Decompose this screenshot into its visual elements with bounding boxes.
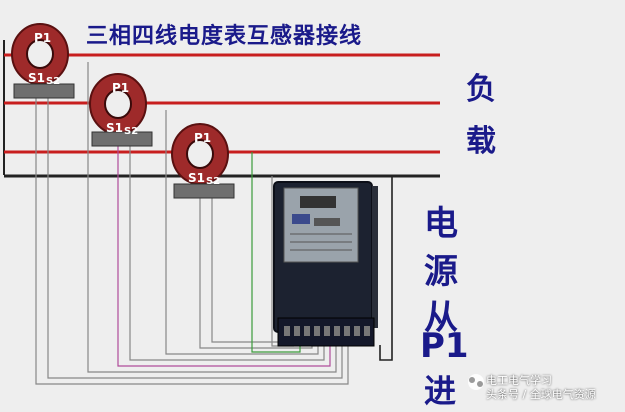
ct3-s1-label: S1 [188, 171, 205, 185]
ct2-s1-label: S1 [106, 121, 123, 135]
ct2-p1-label: P1 [112, 81, 129, 95]
source-label-char-1: 电 [424, 204, 458, 244]
ct1-p1-label: P1 [34, 31, 51, 45]
wire-4 [117, 140, 331, 367]
ct3-p1-label: P1 [194, 131, 211, 145]
ct2-s2-label: S2 [124, 126, 138, 137]
wire-9 [251, 152, 301, 353]
wire-1 [35, 88, 349, 385]
meter-rotor-window [314, 218, 340, 226]
energy-meter [273, 181, 378, 347]
wire-5 [129, 140, 325, 361]
ct1-s1-label: S1 [28, 71, 45, 85]
wire-2 [47, 88, 343, 379]
source-label-char-2: 源 [424, 252, 458, 292]
secondary-wires [35, 62, 393, 385]
watermark-handle: 头条号 / 全球电气资源 [486, 388, 596, 401]
ct3-s2-label: S2 [206, 176, 220, 187]
watermark-logo-icon [468, 374, 484, 390]
wire-3 [87, 62, 337, 373]
meter-logo [292, 214, 310, 224]
wire-8 [211, 190, 306, 343]
source-label-char-5: 进 [424, 372, 457, 410]
current-transformer-2 [89, 73, 153, 147]
wire-6 [165, 110, 319, 355]
load-label-char-2: 载 [466, 124, 496, 159]
wire-neutral [379, 176, 393, 361]
ct1-s2-label: S2 [46, 76, 60, 87]
watermark-name: 电工电气学习 [486, 374, 552, 387]
load-label-char-1: 负 [466, 72, 496, 107]
source-label-char-3: 从 [424, 298, 458, 338]
meter-counter-display [300, 196, 336, 208]
current-transformer-1 [11, 23, 75, 99]
source-label-p1: P1 [420, 326, 469, 366]
diagram-title: 三相四线电度表互感器接线 [86, 24, 363, 49]
current-transformer-3 [171, 123, 235, 199]
